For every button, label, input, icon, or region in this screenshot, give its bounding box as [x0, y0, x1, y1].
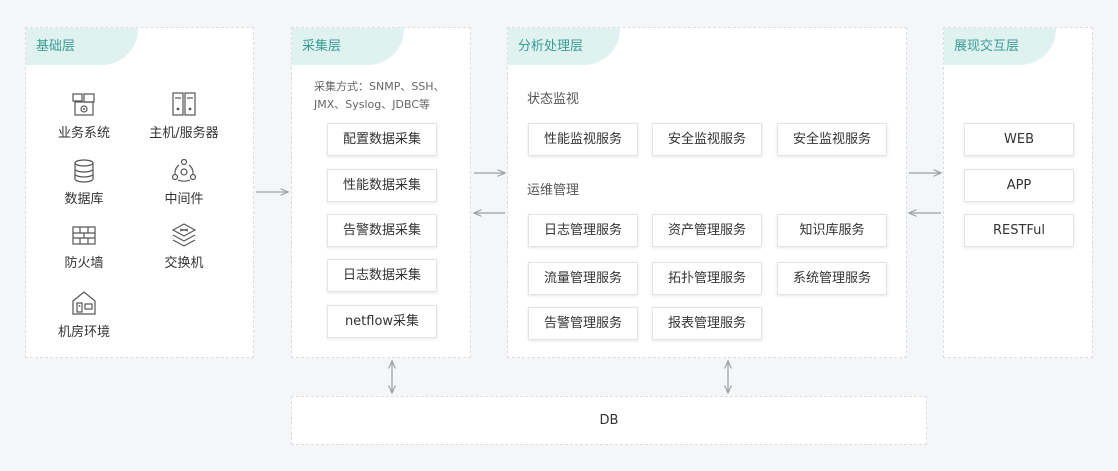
display-box[interactable]: WEB — [964, 123, 1074, 156]
state-monitor-title: 状态监视 — [527, 92, 580, 107]
ops-service-box[interactable]: 报表管理服务 — [652, 307, 762, 340]
ops-service-box[interactable]: 资产管理服务 — [652, 214, 762, 247]
middleware-icon — [171, 158, 197, 182]
display-layer-title: 展现交互层 — [944, 28, 1056, 65]
analysis-layer-title: 分析处理层 — [508, 28, 620, 65]
collect-method-line-1: 采集方式：SNMP、SSH、 — [314, 80, 445, 93]
collect-box[interactable]: 日志数据采集 — [327, 259, 437, 292]
ops-service-box[interactable]: 知识库服务 — [777, 214, 887, 247]
base-layer-panel: 基础层 业务系统 主机/服务器 数据库 中间件 — [25, 27, 254, 358]
server-icon — [172, 92, 196, 116]
ops-service-box[interactable]: 系统管理服务 — [777, 262, 887, 295]
db-panel: DB — [291, 396, 927, 445]
database-icon — [74, 159, 94, 183]
db-label: DB — [599, 413, 619, 428]
base-item-label: 业务系统 — [57, 126, 110, 141]
switch-icon — [171, 223, 197, 247]
ops-manage-title: 运维管理 — [527, 183, 580, 198]
collect-layer-title: 采集层 — [292, 28, 404, 65]
collect-layer-panel: 采集层 采集方式：SNMP、SSH、 JMX、Syslog、JDBC等 配置数据… — [291, 27, 471, 358]
collect-box[interactable]: 配置数据采集 — [327, 123, 437, 156]
display-box[interactable]: APP — [964, 169, 1074, 202]
monitor-service-box[interactable]: 安全监视服务 — [777, 123, 887, 156]
monitor-service-box[interactable]: 安全监视服务 — [652, 123, 762, 156]
ops-service-box[interactable]: 拓扑管理服务 — [652, 262, 762, 295]
business-system-icon — [72, 93, 95, 116]
firewall-icon — [72, 226, 96, 245]
ops-service-box[interactable]: 告警管理服务 — [528, 307, 638, 340]
datacenter-icon — [72, 291, 96, 315]
base-item-label: 主机/服务器 — [149, 126, 219, 141]
base-item-label: 中间件 — [164, 192, 204, 207]
base-layer-title: 基础层 — [26, 28, 138, 65]
base-item-label: 防火墙 — [64, 256, 104, 271]
collect-box[interactable]: 告警数据采集 — [327, 214, 437, 247]
collect-method-line-2: JMX、Syslog、JDBC等 — [314, 98, 431, 111]
display-layer-panel: 展现交互层 WEB APP RESTFul — [943, 27, 1093, 358]
collect-box[interactable]: 性能数据采集 — [327, 169, 437, 202]
base-item-label: 交换机 — [164, 256, 204, 271]
ops-service-box[interactable]: 流量管理服务 — [528, 262, 638, 295]
ops-service-box[interactable]: 日志管理服务 — [528, 214, 638, 247]
analysis-layer-panel: 分析处理层 状态监视 性能监视服务 安全监视服务 安全监视服务 运维管理 日志管… — [507, 27, 907, 358]
collect-method-note: 采集方式：SNMP、SSH、 JMX、Syslog、JDBC等 — [314, 78, 470, 114]
collect-box[interactable]: netflow采集 — [327, 305, 437, 338]
base-item-label: 数据库 — [64, 192, 104, 207]
monitor-service-box[interactable]: 性能监视服务 — [528, 123, 638, 156]
display-box[interactable]: RESTFul — [964, 214, 1074, 247]
base-item-label: 机房环境 — [57, 325, 110, 340]
